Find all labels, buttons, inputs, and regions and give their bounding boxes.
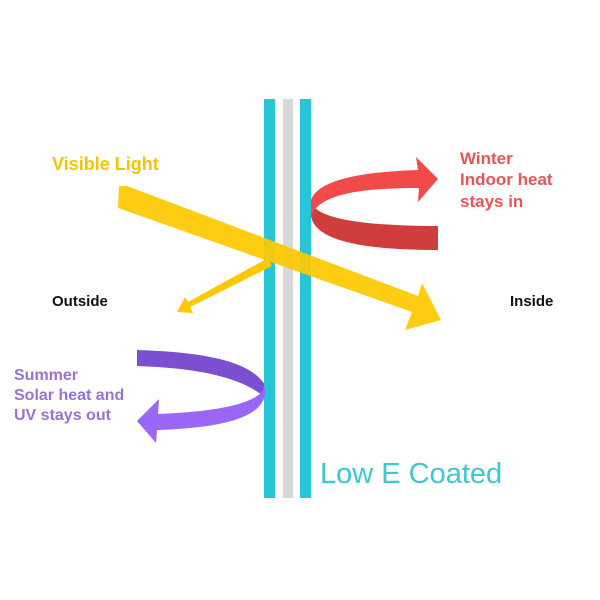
glass-pane-inner (300, 99, 311, 498)
reflected-light-arrow (177, 258, 272, 313)
summer-arrow-top-band (137, 350, 265, 395)
winter-arrow-top-band (311, 157, 438, 216)
winter-label: Winter Indoor heat stays in (460, 149, 553, 211)
winter-arrow-bottom-band (311, 200, 438, 250)
glass-gap (283, 99, 293, 498)
outside-label: Outside (52, 293, 108, 310)
glass-pane-outer (264, 99, 275, 498)
inside-label: Inside (510, 293, 554, 310)
visible-light-arrow (118, 186, 441, 330)
low-e-coated-label: Low E Coated (320, 458, 503, 490)
summer-arrow-bottom-band (137, 385, 265, 443)
summer-label: Summer Solar heat and UV stays out (14, 367, 125, 424)
visible-light-label: Visible Light (52, 154, 159, 174)
